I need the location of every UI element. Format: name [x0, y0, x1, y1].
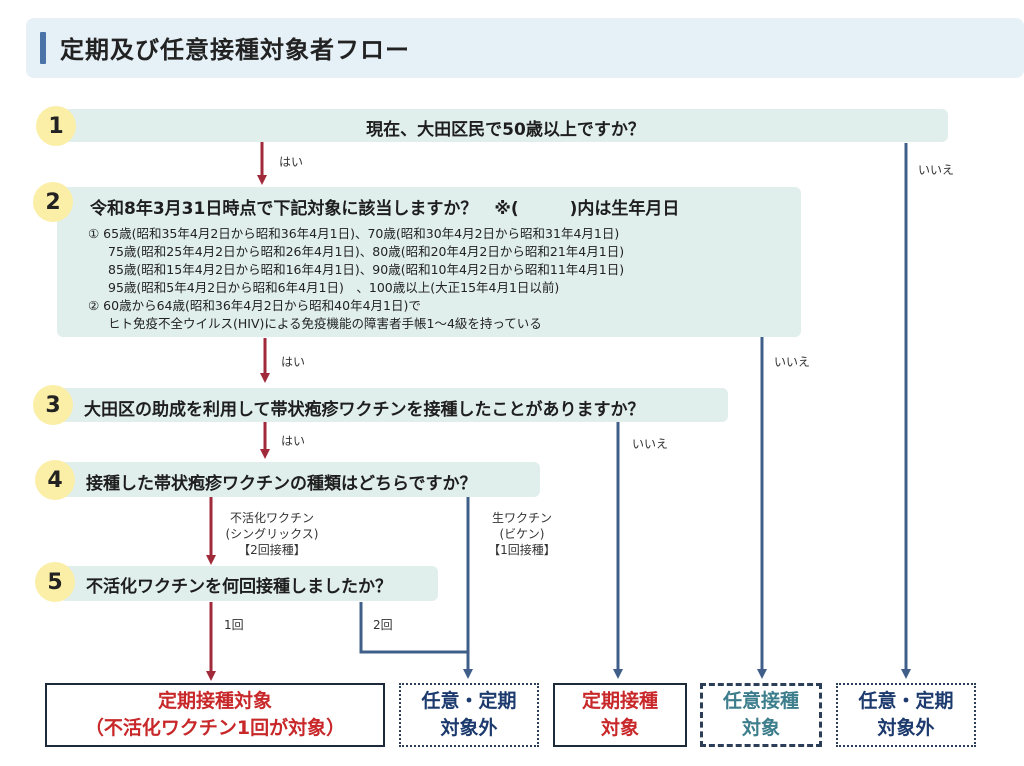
question-2-detail-5: ② 60歳から64歳(昭和36年4月2日から昭和40年4月1日)で [88, 298, 421, 313]
label-inactivated-brand: (シングリックス) [225, 527, 319, 541]
result-1-line1: 定期接種対象 [157, 690, 272, 712]
question-2-text: 令和8年3月31日時点で下記対象に該当しますか？ ※( )内は生年月日 [90, 199, 680, 219]
result-not-eligible-2: 任意・定期 対象外 [836, 683, 976, 747]
question-4-box [60, 462, 540, 497]
page-title: 定期及び任意接種対象者フロー [60, 36, 410, 64]
result-4-line1: 任意接種 [722, 690, 799, 712]
question-2-detail-3: 85歳(昭和15年4月2日から昭和16年4月1日)、90歳(昭和10年4月2日か… [108, 262, 625, 277]
result-3-line2: 対象 [600, 717, 639, 739]
result-4-line2: 対象 [741, 717, 780, 739]
label-inactivated-doses: 【2回接種】 [238, 543, 306, 557]
label-q3-yes: はい [281, 434, 306, 448]
question-5-box [60, 566, 438, 601]
question-2-number: 2 [33, 182, 73, 222]
result-not-eligible-1: 任意・定期 対象外 [399, 683, 539, 747]
label-q2-yes: はい [281, 355, 306, 369]
result-routine: 定期接種 対象 [553, 683, 687, 747]
question-1-box [63, 109, 948, 142]
question-3-box [60, 388, 728, 422]
label-live-name: 生ワクチン [491, 511, 552, 525]
label-live-vaccine: 生ワクチン (ビケン) 【1回接種】 [480, 510, 564, 558]
result-2-line2: 対象外 [440, 717, 498, 739]
header-accent-bar [40, 32, 46, 64]
label-inactivated-vaccine: 不活化ワクチン (シングリックス) 【2回接種】 [222, 510, 322, 558]
label-live-doses: 【1回接種】 [488, 543, 556, 557]
question-4-text: 接種した帯状疱疹ワクチンの種類はどちらですか？ [86, 474, 477, 494]
question-1-text: 現在、大田区民で50歳以上ですか？ [366, 120, 645, 140]
label-q3-no: いいえ [632, 437, 669, 451]
label-inactivated-name: 不活化ワクチン [229, 511, 314, 525]
question-3-number: 3 [33, 385, 73, 425]
result-3-line1: 定期接種 [581, 690, 658, 712]
question-2-detail-6: ヒト免疫不全ウイルス(HIV)による免疫機能の障害者手帳1～4級を持っている [108, 316, 542, 331]
label-q1-yes: はい [279, 155, 304, 169]
question-1-number: 1 [36, 106, 76, 146]
result-1-line2: （不活化ワクチン1回が対象） [84, 717, 346, 739]
label-q5-twice: 2回 [373, 618, 393, 632]
result-routine-inactivated: 定期接種対象 （不活化ワクチン1回が対象） [45, 683, 385, 747]
label-q1-no: いいえ [918, 163, 955, 177]
arrow-q5-twice [359, 602, 468, 654]
label-live-brand: (ビケン) [499, 527, 545, 541]
question-2-detail-4: 95歳(昭和5年4月2日から昭和6年4月1日) 、100歳以上(大正15年4月1… [108, 280, 560, 295]
result-voluntary: 任意接種 対象 [700, 683, 822, 747]
page-header: 定期及び任意接種対象者フロー [26, 18, 1024, 78]
question-2-detail-1: ① 65歳(昭和35年4月2日から昭和36年4月1日)、70歳(昭和30年4月2… [88, 226, 620, 241]
question-2-box [57, 187, 801, 337]
result-2-line1: 任意・定期 [421, 690, 517, 712]
result-5-line2: 対象外 [877, 717, 935, 739]
question-5-number: 5 [35, 562, 75, 602]
question-4-number: 4 [35, 460, 75, 500]
result-5-line1: 任意・定期 [858, 690, 954, 712]
question-3-text: 大田区の助成を利用して帯状疱疹ワクチンを接種したことがありますか？ [84, 400, 645, 420]
question-2-detail-2: 75歳(昭和25年4月2日から昭和26年4月1日)、80歳(昭和20年4月2日か… [108, 244, 625, 259]
label-q5-once: 1回 [224, 618, 244, 632]
label-q2-no: いいえ [774, 355, 811, 369]
question-5-text: 不活化ワクチンを何回接種しましたか？ [86, 577, 392, 597]
